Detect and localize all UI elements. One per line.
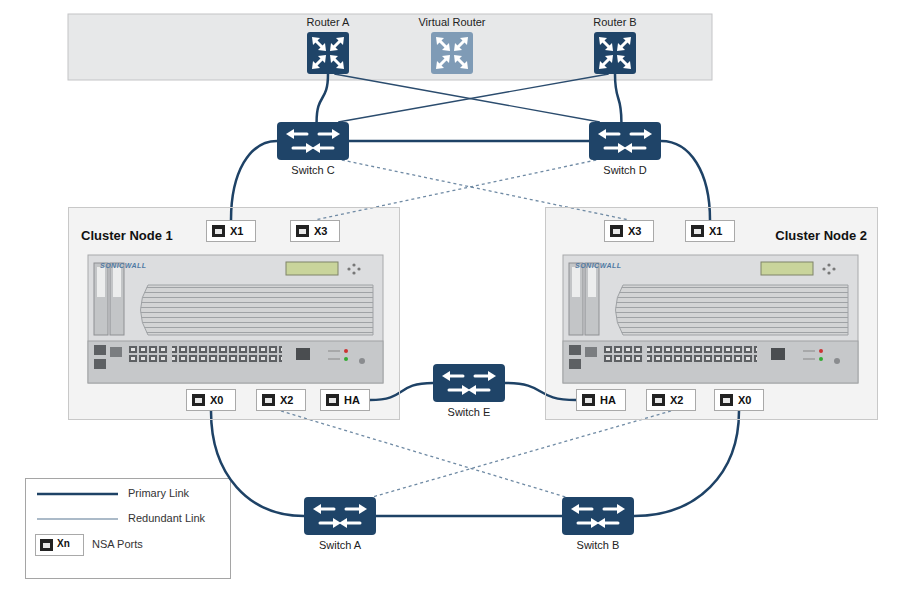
link-line xyxy=(372,411,671,497)
port-icon xyxy=(610,225,623,237)
redundant-link xyxy=(342,160,629,220)
port-label: X1 xyxy=(709,225,722,237)
cluster-node: Cluster Node 1 X1 X3X0 X2 HA xyxy=(68,207,400,420)
primary-link xyxy=(376,516,562,517)
switch-icon xyxy=(277,122,349,160)
primary-link xyxy=(231,141,277,220)
primary-link xyxy=(370,383,433,400)
primary-link xyxy=(349,141,589,142)
link-line xyxy=(349,140,589,143)
port-icon xyxy=(652,394,665,406)
device-label: Switch D xyxy=(589,164,661,176)
primary-link xyxy=(634,411,739,516)
port-icon xyxy=(212,225,225,237)
device-label: Switch B xyxy=(562,539,634,551)
node-title: Cluster Node 2 xyxy=(775,228,867,243)
device-label: Switch C xyxy=(277,164,349,176)
primary-link xyxy=(505,383,576,400)
primary-link xyxy=(338,74,608,122)
port-label: X2 xyxy=(280,394,293,406)
primary-link xyxy=(317,74,328,122)
device-label: Virtual Router xyxy=(418,16,485,28)
nsa-port: HA xyxy=(320,389,370,411)
legend-text: Redundant Link xyxy=(128,512,205,524)
port-label: HA xyxy=(600,394,616,406)
port-label: X0 xyxy=(210,394,223,406)
port-label: X2 xyxy=(670,394,683,406)
redundant-link xyxy=(372,411,671,497)
port-icon xyxy=(326,394,339,406)
primary-link xyxy=(615,74,621,122)
port-icon xyxy=(296,225,309,237)
network-switch: Switch A xyxy=(304,497,376,551)
router: Router B xyxy=(593,16,636,74)
link-line xyxy=(661,141,710,220)
nsa-port: X1 xyxy=(206,220,256,242)
switch-icon xyxy=(589,122,661,160)
virtual-router: Virtual Router xyxy=(418,16,485,74)
link-line xyxy=(376,515,562,518)
nsa-port: X0 xyxy=(186,389,236,411)
nsa-port: X3 xyxy=(290,220,340,242)
port-sample-label: Xn xyxy=(57,538,70,549)
primary-link xyxy=(211,411,304,516)
link-line xyxy=(281,411,566,497)
link-line xyxy=(315,160,596,220)
router: Router A xyxy=(307,16,350,74)
switch-icon xyxy=(562,497,634,535)
nsa-port: X1 xyxy=(685,220,735,242)
port-label: X1 xyxy=(230,225,243,237)
redundant-link xyxy=(315,160,596,220)
port-icon xyxy=(262,394,275,406)
port-label: X3 xyxy=(628,225,641,237)
network-switch: Switch B xyxy=(562,497,634,551)
router-icon xyxy=(594,32,636,74)
port-label: X0 xyxy=(738,394,751,406)
primary-link xyxy=(661,141,710,220)
port-icon xyxy=(691,225,704,237)
nsa-port: X2 xyxy=(256,389,306,411)
network-switch: Switch D xyxy=(589,122,661,176)
network-switch: Switch E xyxy=(433,364,505,418)
link-line xyxy=(317,74,328,122)
nsa-port: X3 xyxy=(604,220,654,242)
link-line xyxy=(615,74,621,122)
link-line xyxy=(231,141,277,220)
switch-icon xyxy=(433,364,505,402)
nsa-port: X0 xyxy=(714,389,764,411)
legend-text: Primary Link xyxy=(128,487,189,499)
brand-logo: SONICWALL xyxy=(100,262,147,269)
device-label: Switch A xyxy=(304,539,376,551)
port-icon xyxy=(582,394,595,406)
brand-logo: SONICWALL xyxy=(575,262,622,269)
nsa-port: HA xyxy=(576,389,626,411)
port-label: HA xyxy=(344,394,360,406)
legend-text: NSA Ports xyxy=(92,538,143,550)
device-label: Router A xyxy=(307,16,350,28)
link-line xyxy=(634,411,739,516)
virtual-router-icon xyxy=(431,32,473,74)
nsa-port: X2 xyxy=(646,389,696,411)
link-line xyxy=(338,74,608,122)
port-icon xyxy=(192,394,205,406)
device-label: Router B xyxy=(593,16,636,28)
port-icon xyxy=(720,394,733,406)
cluster-node: Cluster Node 2 X3 X1HA X2 X0 xyxy=(545,207,878,420)
link-line xyxy=(334,74,600,122)
link-line xyxy=(370,383,433,400)
link-line xyxy=(211,411,304,516)
node-title: Cluster Node 1 xyxy=(81,228,173,243)
switch-icon xyxy=(304,497,376,535)
router-icon xyxy=(307,32,349,74)
link-line xyxy=(505,383,576,400)
network-switch: Switch C xyxy=(277,122,349,176)
primary-link xyxy=(334,74,600,122)
link-line xyxy=(342,160,629,220)
port-label: X3 xyxy=(314,225,327,237)
device-label: Switch E xyxy=(433,406,505,418)
redundant-link xyxy=(281,411,566,497)
